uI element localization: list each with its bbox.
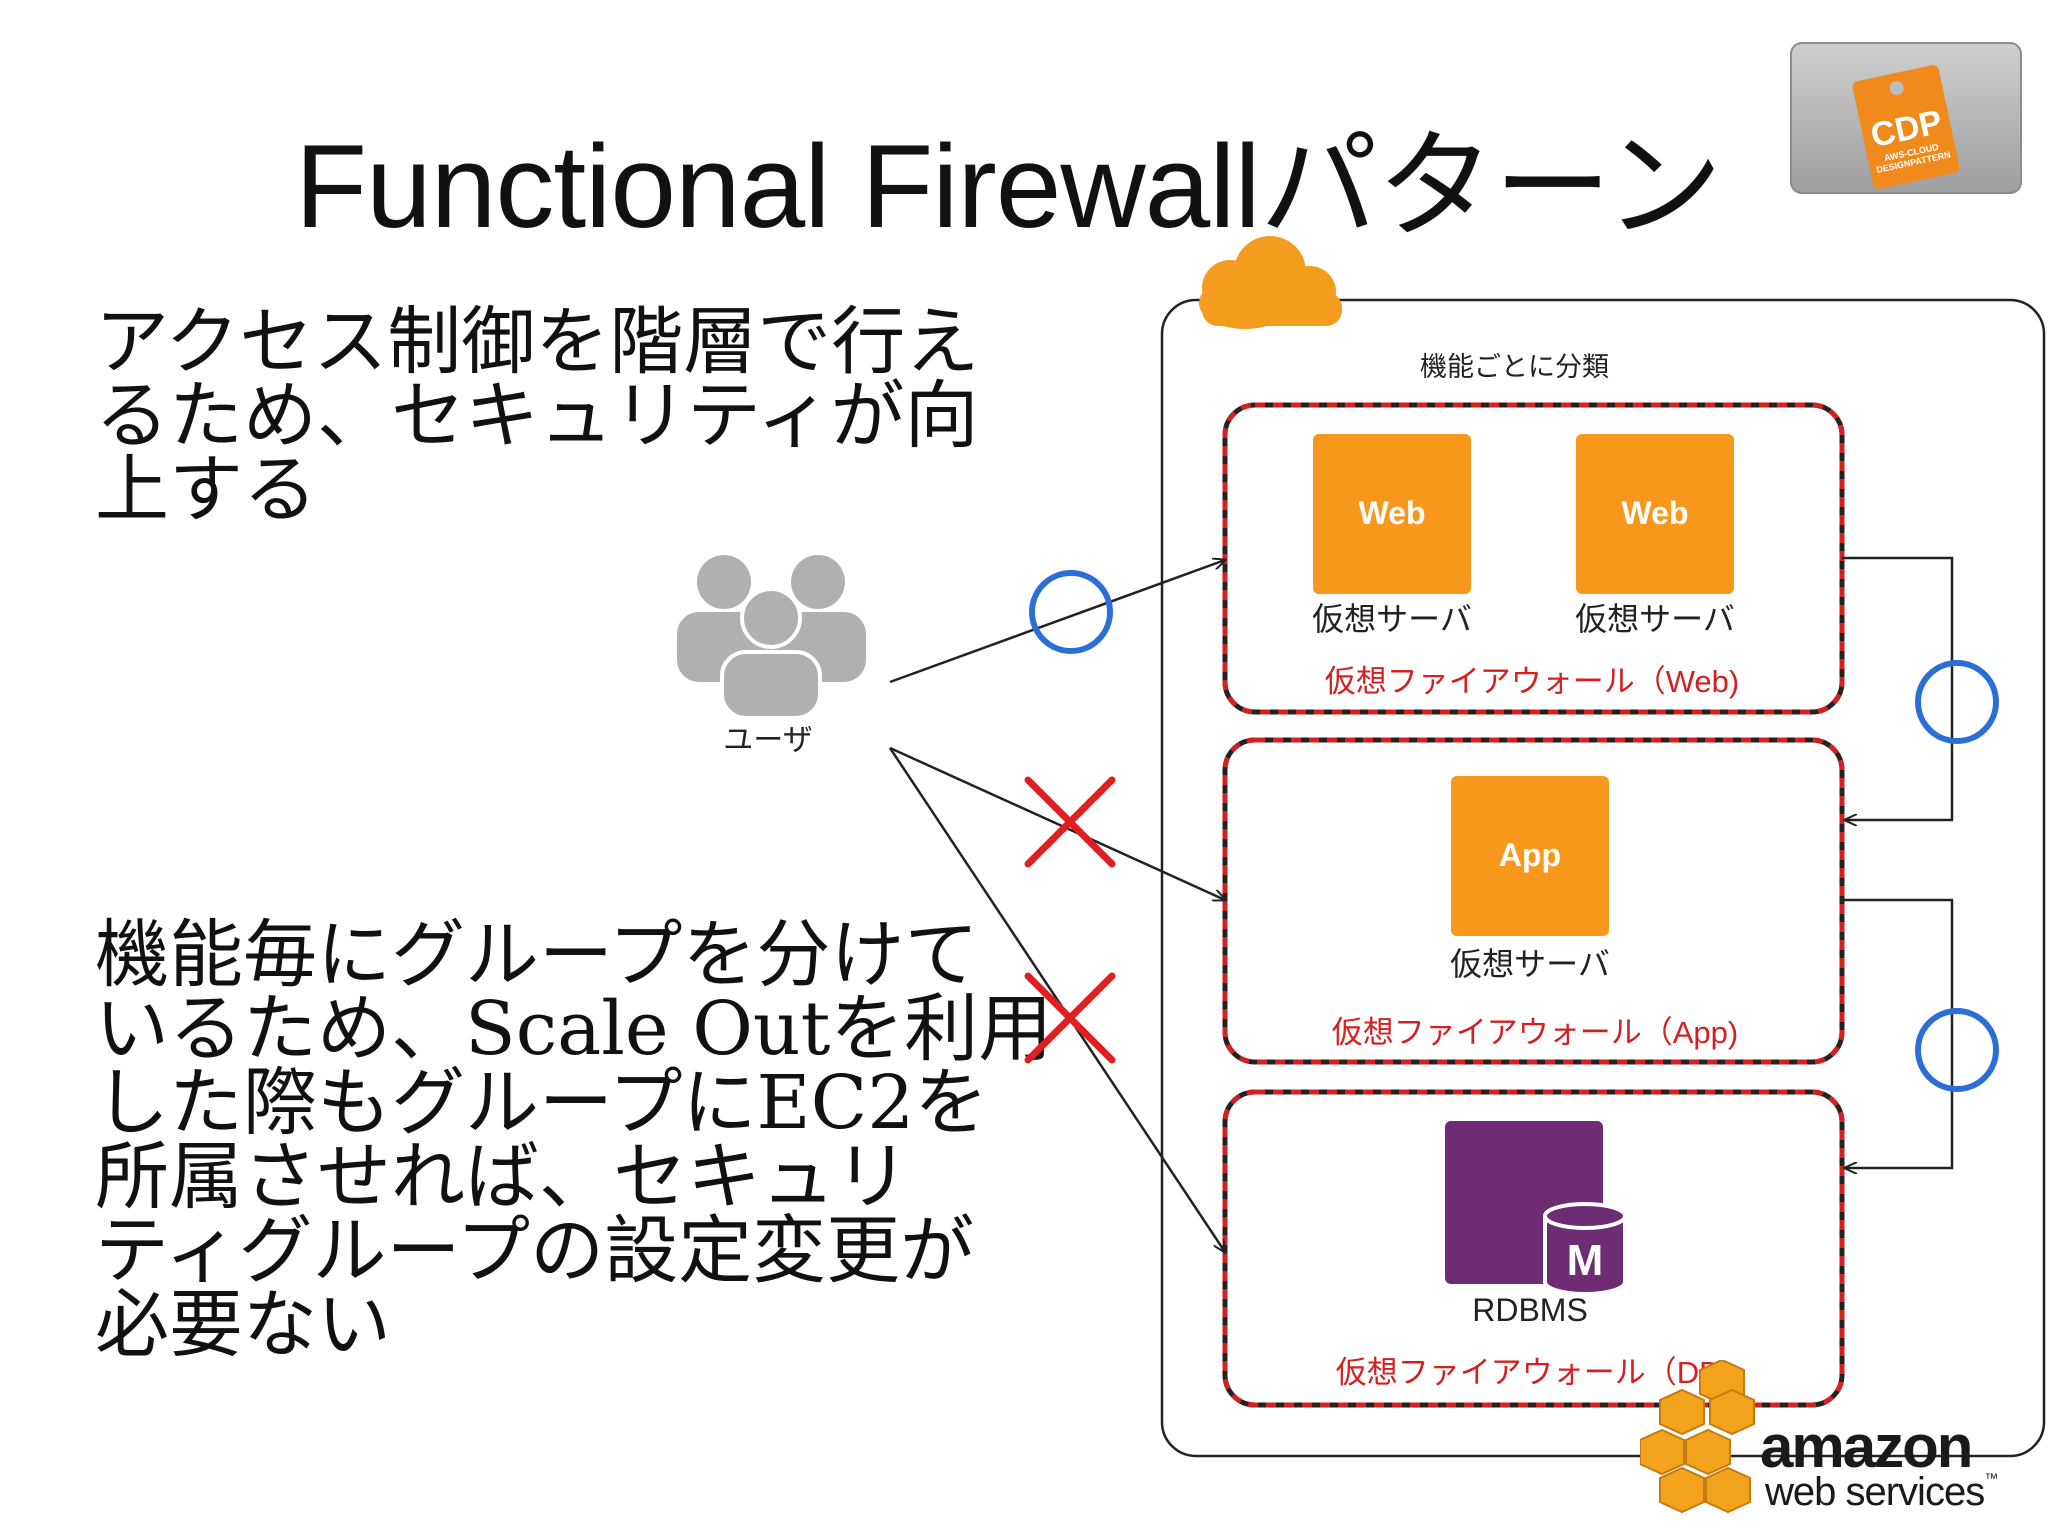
bullet-line: アクセス制御を階層で行え <box>95 299 980 385</box>
aws-cubes-icon <box>1640 1360 1755 1514</box>
allowed-mark <box>1915 660 1999 744</box>
firewall-label-db: 仮想ファイアウォール（DB) <box>1336 1355 1730 1390</box>
cloud-icon <box>1199 236 1342 329</box>
user-to-db-arrow <box>888 747 1225 1252</box>
db-badge: M <box>1567 1236 1604 1285</box>
server-tag: App <box>1499 837 1561 873</box>
server-label: 仮想サーバ <box>1575 601 1735 637</box>
allowed-mark <box>1915 1008 1999 1092</box>
bullet-line: した際もグループにEC2を <box>95 1060 989 1146</box>
cdp-logo: CDP AWS-CLOUD DESIGNPATTERN <box>1790 42 2022 194</box>
web-server-icon <box>1576 434 1734 594</box>
user-to-web-arrow <box>889 560 1225 684</box>
bullet-line: るため、セキュリティが向 <box>95 373 979 459</box>
aws-logo: amazon web services™ <box>1640 1360 2045 1530</box>
server-label: 仮想サーバ <box>1312 601 1472 637</box>
rdbms-icon <box>1445 1121 1627 1296</box>
connector-web-to-app <box>1842 556 1954 820</box>
firewall-label-app: 仮想ファイアウォール（App) <box>1332 1015 1738 1050</box>
bullet-line: ティグループの設定変更が <box>95 1208 975 1294</box>
aws-logo-subtext: web services™ <box>1765 1470 1998 1514</box>
connector-app-to-db <box>1842 898 1954 1168</box>
bullet-line: いるため、Scale Outを利用 <box>95 986 1053 1072</box>
server-tag: Web <box>1359 495 1426 531</box>
denied-mark <box>1024 776 1116 868</box>
web-server-icon <box>1313 434 1471 594</box>
server-tag: Web <box>1622 495 1689 531</box>
aws-logo-word: amazon <box>1760 1413 1973 1480</box>
bullet-line: 機能毎にグループを分けて <box>95 912 979 998</box>
app-server-icon <box>1451 776 1609 936</box>
user-label: ユーザ <box>723 724 812 757</box>
users-icon <box>677 555 866 720</box>
bullet-scale-out: 機能毎にグループを分けて いるため、Scale Outを利用 した際もグループに… <box>95 912 1053 1368</box>
user-to-app-arrow <box>889 746 1225 900</box>
db-label: RDBMS <box>1472 1292 1588 1328</box>
bullet-line: 上する <box>95 447 317 533</box>
page-title: Functional Firewallパターン <box>295 121 1723 253</box>
bullet-access-control: アクセス制御を階層で行え るため、セキュリティが向 上する <box>95 305 1030 527</box>
firewall-label-web: 仮想ファイアウォール（Web) <box>1325 664 1740 699</box>
cloud-caption: 機能ごとに分類 <box>1420 352 1609 382</box>
allowed-mark <box>1029 570 1113 654</box>
server-label: 仮想サーバ <box>1450 946 1610 982</box>
bullet-line: 必要ない <box>95 1282 391 1368</box>
denied-mark <box>1024 972 1116 1064</box>
cdp-tag-icon: CDP AWS-CLOUD DESIGNPATTERN <box>1851 64 1961 190</box>
bullet-line: 所属させれば、セキュリ <box>95 1134 909 1220</box>
